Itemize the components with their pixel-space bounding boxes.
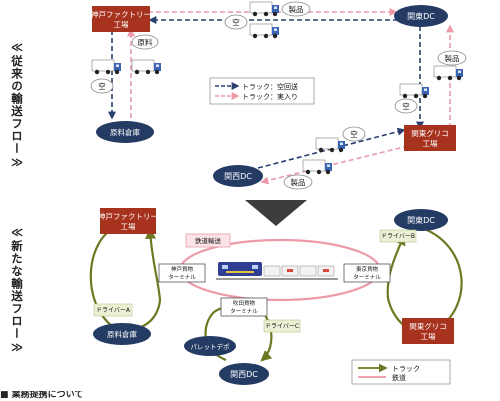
node-kansai-dc: 関西DC — [213, 165, 263, 187]
empty-label: 空 — [402, 101, 410, 111]
terminal-suita: 吹田貨物 ターミナル — [220, 297, 268, 317]
pallet-depot-label: パレットデポ — [191, 342, 231, 351]
driver-a-tag: ドライバーA — [93, 303, 133, 317]
label-empty-left: 空 — [90, 78, 114, 94]
empty-label: 空 — [98, 81, 106, 91]
node-kanto-dc: 関東DC — [394, 5, 448, 27]
node-kanto-glico: 関東グリコ 工場 — [404, 125, 456, 151]
truck-icon — [131, 59, 162, 75]
truck-icon — [315, 137, 346, 153]
rail-transport-tag: 鉄道輸送 — [185, 233, 231, 248]
kobe-factory-label-line2: 工場 — [114, 19, 129, 29]
label-product-top: 製品 — [281, 1, 311, 17]
empty-label: 空 — [232, 17, 240, 27]
new-raw-warehouse-label: 原料倉庫 — [107, 329, 137, 339]
label-product-right: 製品 — [437, 50, 467, 66]
legend-label-loaded: トラック：実入り — [242, 92, 298, 101]
new-node-raw-warehouse: 原料倉庫 — [93, 323, 151, 345]
raw-label: 原料 — [138, 37, 153, 47]
conventional-flow: 神戸ファクトリー 工場 関東DC 原料倉庫 関東グリコ 工場 関西DC — [90, 1, 467, 190]
node-pallet-depot: パレットデポ — [184, 336, 236, 356]
label-empty-bottom: 空 — [342, 126, 366, 142]
new-node-kanto-dc: 関東DC — [394, 209, 448, 231]
freight-train-icon — [216, 262, 338, 280]
driver-b-tag: ドライバーB — [379, 229, 417, 243]
truck-icon — [249, 1, 280, 17]
truck-icon — [433, 65, 464, 81]
legend-conventional: トラック：空回送 トラック：実入り — [209, 77, 315, 105]
driver-b-label: ドライバーB — [381, 233, 415, 240]
footer-heading: ■ 業務提携について — [0, 391, 84, 400]
new-node-kanto-glico: 関東グリコ 工場 — [402, 318, 454, 344]
side-label-new-flow: ≪新たな輸送フロー≫ — [10, 225, 24, 355]
new-kansai-dc-label: 関西DC — [230, 370, 258, 379]
empty-label: 空 — [350, 129, 358, 139]
node-kobe-factory: 神戸ファクトリー 工場 — [91, 6, 151, 32]
truck-icon — [399, 83, 430, 99]
kanto-dc-label: 関東DC — [407, 11, 435, 21]
new-kanto-glico-label-line1: 関東グリコ — [409, 321, 447, 331]
transition-arrow-icon — [245, 200, 307, 226]
legend-label-truck: トラック — [392, 365, 420, 373]
driver-a-label: ドライバーA — [96, 307, 131, 314]
new-kobe-factory-label-line1: 神戸ファクトリー — [98, 211, 158, 221]
label-raw: 原料 — [131, 34, 159, 50]
rail-transport-label: 鉄道輸送 — [195, 236, 222, 245]
label-empty-top: 空 — [224, 14, 248, 30]
new-kanto-glico-label-line2: 工場 — [421, 331, 436, 341]
legend-new: トラック 鉄道 — [351, 359, 451, 385]
legend-label-rail: 鉄道 — [392, 373, 406, 382]
tokyo-terminal-label-line1: 東京貨物 — [356, 265, 379, 273]
truck-loop-right — [386, 226, 463, 334]
suita-terminal-label-line2: ターミナル — [230, 307, 258, 315]
label-product-bottom: 製品 — [283, 174, 313, 190]
new-node-kobe-factory: 神戸ファクトリー 工場 — [98, 208, 158, 234]
kobe-factory-label-line1: 神戸ファクトリー — [91, 9, 151, 19]
kobe-terminal-label-line1: 神戸貨物 — [171, 265, 194, 273]
side-label-conventional-flow: ≪従来の輸送フロー≫ — [10, 40, 24, 170]
label-empty-right: 空 — [394, 98, 418, 114]
raw-warehouse-label: 原料倉庫 — [110, 127, 140, 137]
terminal-kobe: 神戸貨物 ターミナル — [158, 263, 206, 283]
kanto-glico-label-line1: 関東グリコ — [411, 128, 449, 138]
new-flow: 神戸ファクトリー 工場 関東DC 原料倉庫 関東グリコ 工場 関西DC 神戸貨物… — [89, 208, 463, 385]
kanto-glico-label-line2: 工場 — [423, 138, 438, 148]
product-label: 製品 — [289, 4, 304, 14]
new-kobe-factory-label-line2: 工場 — [121, 221, 136, 231]
product-label: 製品 — [445, 53, 460, 63]
route-glico-to-kansai-loaded — [260, 145, 409, 185]
new-kanto-dc-label: 関東DC — [407, 215, 435, 225]
truck-icon — [91, 59, 122, 75]
truck-icon — [302, 159, 333, 175]
driver-c-tag: ドライバーC — [263, 319, 301, 333]
new-node-kansai-dc: 関西DC — [219, 363, 269, 385]
node-raw-warehouse: 原料倉庫 — [96, 121, 154, 143]
legend-label-empty-run: トラック：空回送 — [242, 82, 298, 91]
kobe-terminal-label-line2: ターミナル — [168, 273, 196, 281]
kansai-dc-label: 関西DC — [224, 172, 252, 181]
truck-icon — [249, 23, 280, 39]
product-label: 製品 — [291, 177, 306, 187]
tokyo-terminal-label-line2: ターミナル — [353, 273, 381, 281]
driver-c-label: ドライバーC — [265, 323, 299, 330]
terminal-tokyo: 東京貨物 ターミナル — [343, 263, 391, 283]
suita-terminal-label-line1: 吹田貨物 — [233, 299, 256, 307]
